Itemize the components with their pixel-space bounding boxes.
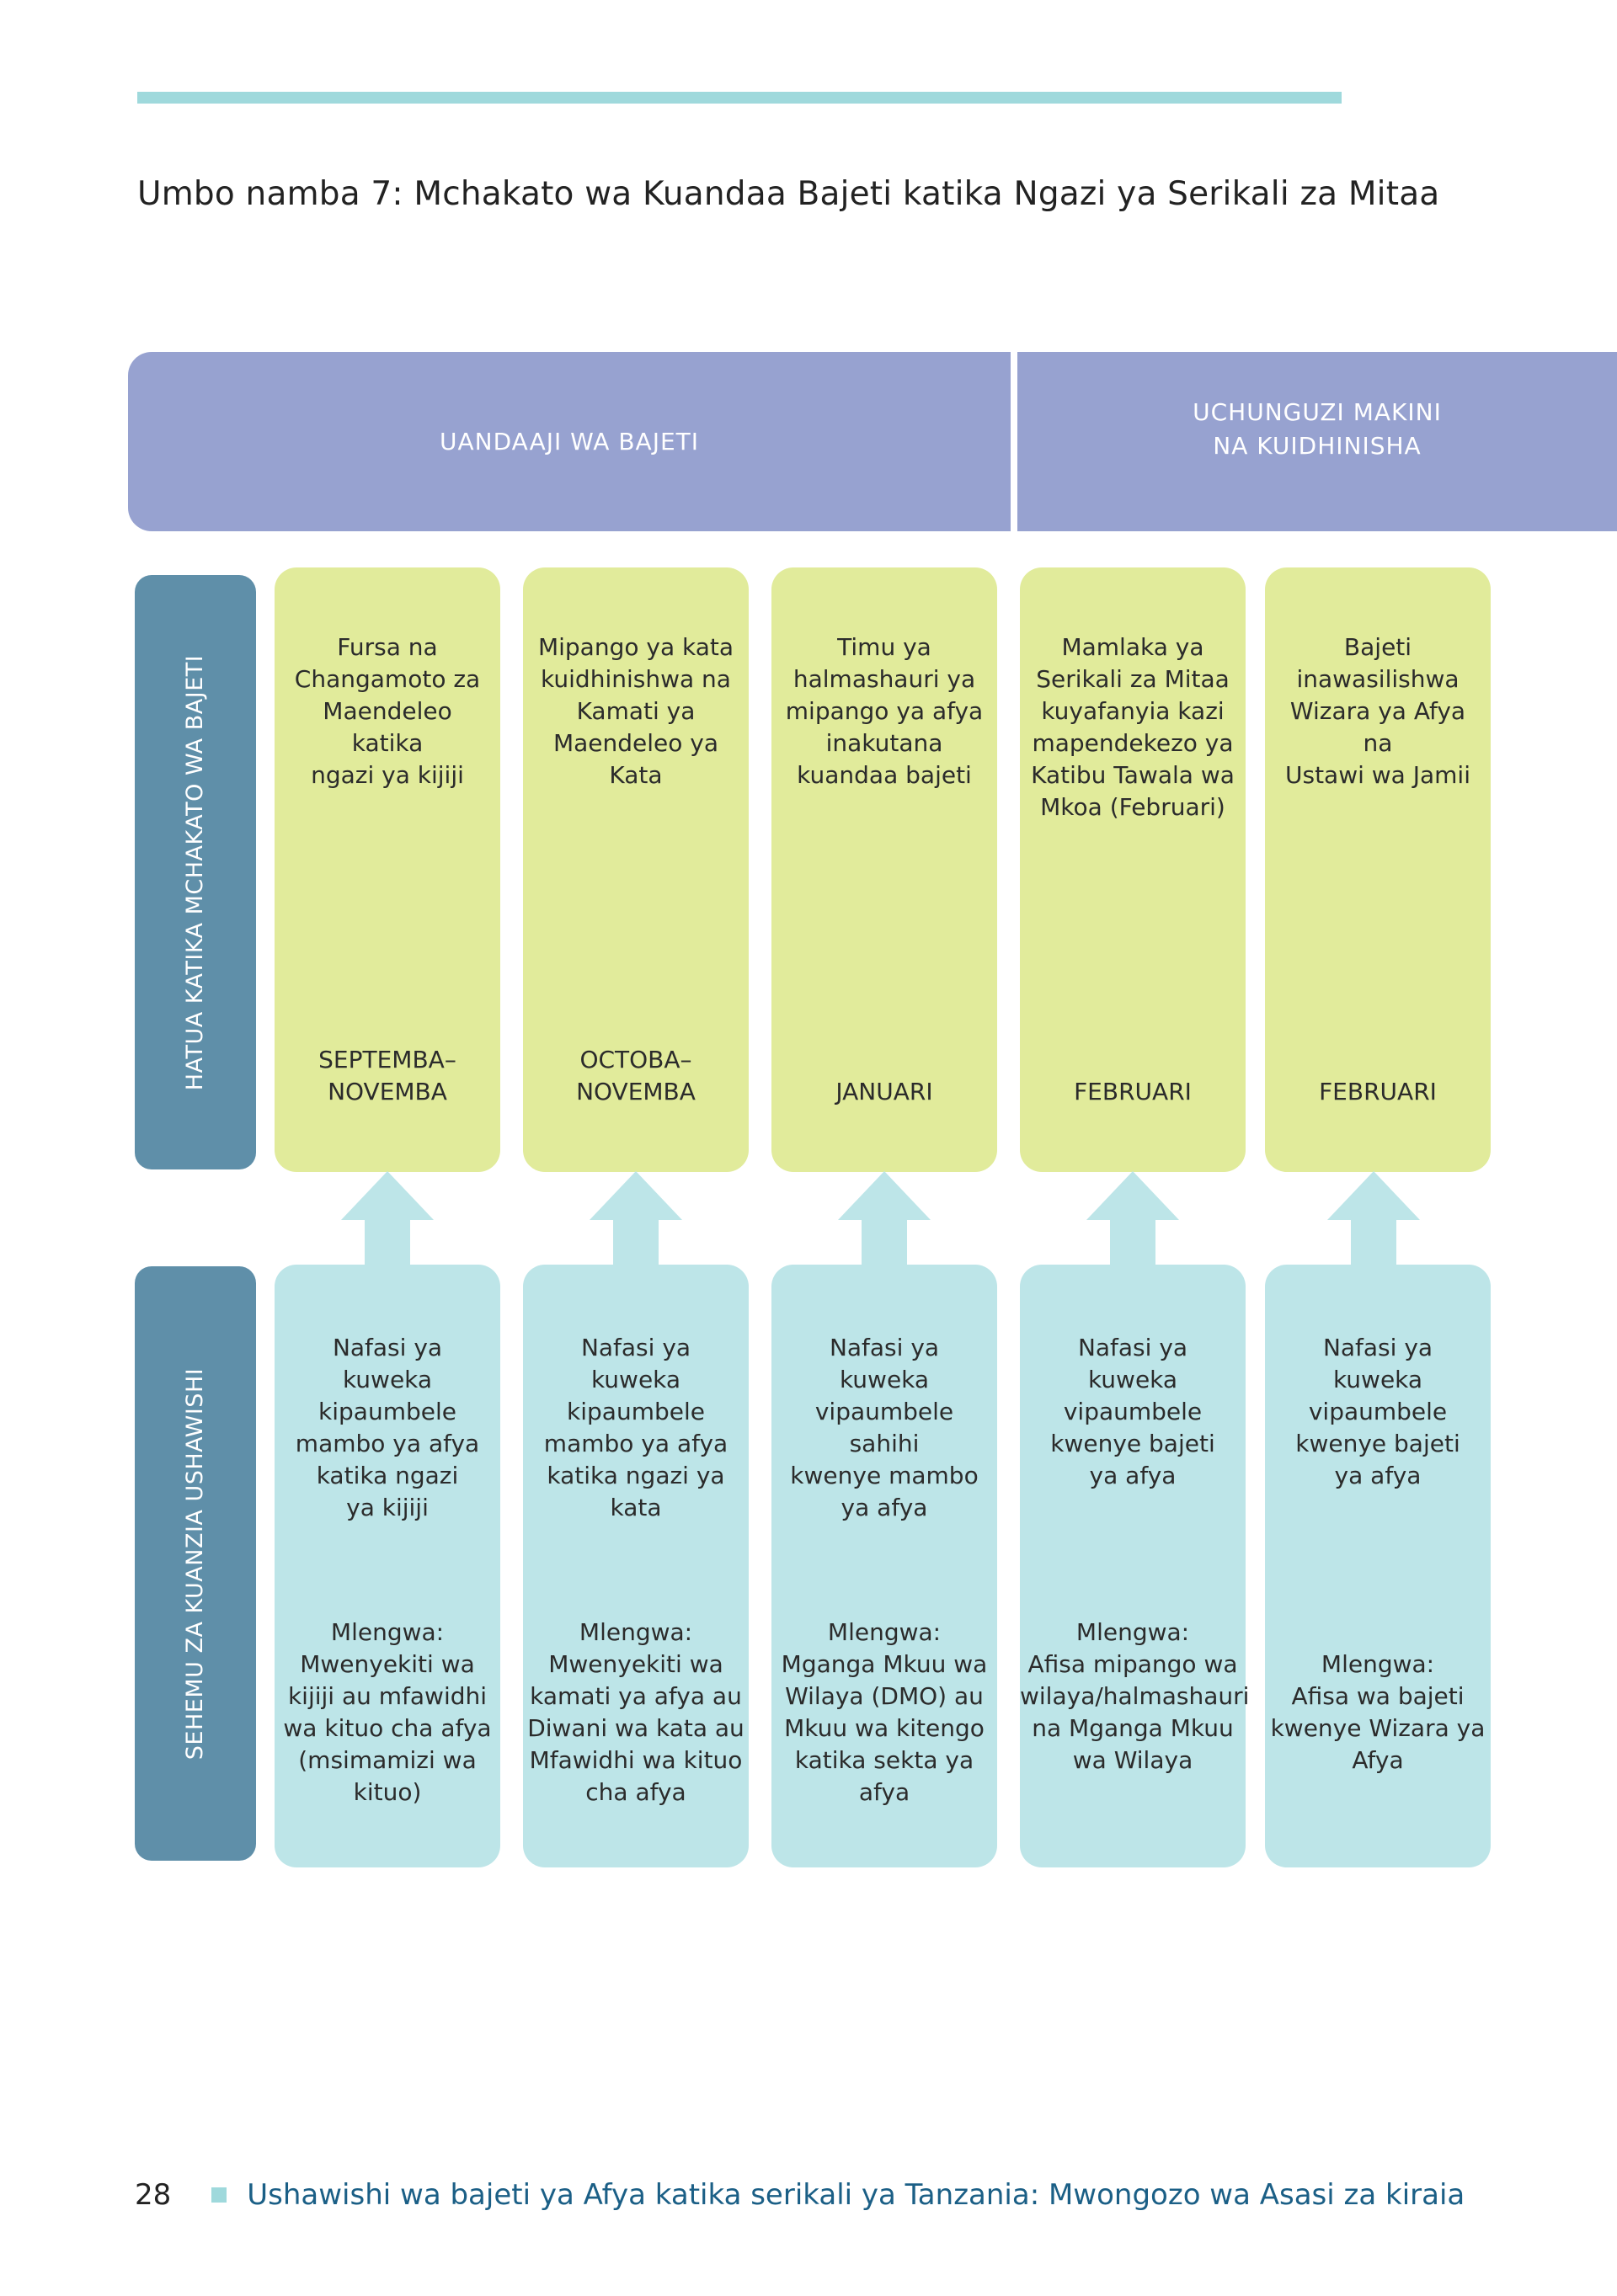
footer-title: Ushawishi wa bajeti ya Afya katika serik…	[247, 2178, 1465, 2212]
up-arrow-icon	[838, 1171, 931, 1265]
step-period: FEBRUARI	[1319, 1078, 1437, 1105]
entry-opportunity: Nafasi ya kuweka kipaumbele mambo ya afy…	[295, 1334, 480, 1521]
process-step: Bajeti inawasilishwa Wizara ya Afya na U…	[1265, 567, 1491, 1172]
process-step: Fursa na Changamoto za Maendeleo katika …	[275, 567, 500, 1172]
entry-opportunity: Nafasi ya kuweka vipaumbele sahihi kweny…	[790, 1334, 979, 1521]
entry-target: Mlengwa: Afisa mipango wa wilaya/halmash…	[1020, 1618, 1250, 1774]
process-step: Timu ya halmashauri ya mipango ya afya i…	[771, 567, 997, 1172]
advocacy-entry-point: Nafasi ya kuweka kipaumbele mambo ya afy…	[275, 1265, 500, 1867]
step-period: SEPTEMBA– NOVEMBA	[318, 1046, 456, 1105]
process-step: Mamlaka ya Serikali za Mitaa kuyafanyia …	[1020, 567, 1246, 1172]
advocacy-entry-point: Nafasi ya kuweka kipaumbele mambo ya afy…	[523, 1265, 749, 1867]
advocacy-entry-point: Nafasi ya kuweka vipaumbele kwenye bajet…	[1020, 1265, 1250, 1867]
phase-header-budget-preparation: UANDAAJI WA BAJETI	[128, 352, 1011, 531]
step-description: Fursa na Changamoto za Maendeleo katika …	[294, 633, 481, 789]
up-arrow-icon	[590, 1171, 682, 1265]
phase-label: UCHUNGUZI MAKINI NA KUIDHINISHA	[1193, 397, 1442, 460]
step-description: Bajeti inawasilishwa Wizara ya Afya na U…	[1284, 633, 1470, 789]
entry-opportunity: Nafasi ya kuweka vipaumbele kwenye bajet…	[1295, 1334, 1460, 1489]
phase-header-scrutiny-approval: UCHUNGUZI MAKINI NA KUIDHINISHA	[1017, 352, 1617, 531]
figure-title: Umbo namba 7: Mchakato wa Kuandaa Bajeti…	[137, 175, 1440, 213]
entry-target: Mlengwa: Mwenyekiti wa kamati ya afya au…	[527, 1618, 744, 1806]
entry-target: Mlengwa: Mwenyekiti wa kijiji au mfawidh…	[283, 1618, 492, 1806]
process-step: Mipango ya kata kuidhinishwa na Kamati y…	[523, 567, 749, 1172]
phase-label: UANDAAJI WA BAJETI	[439, 427, 700, 455]
up-arrow-icon	[1086, 1171, 1179, 1265]
entry-opportunity: Nafasi ya kuweka kipaumbele mambo ya afy…	[543, 1334, 728, 1521]
step-description: Mipango ya kata kuidhinishwa na Kamati y…	[537, 633, 734, 789]
step-period: FEBRUARI	[1074, 1078, 1192, 1105]
top-rule	[137, 92, 1342, 104]
row-label-process-steps: HATUA KATIKA MCHAKATO WA BAJETI	[135, 575, 256, 1169]
step-description: Mamlaka ya Serikali za Mitaa kuyafanyia …	[1031, 633, 1235, 821]
advocacy-entry-point: Nafasi ya kuweka vipaumbele sahihi kweny…	[771, 1265, 997, 1867]
row-label-entry-points: SEHEMU ZA KUANZIA USHAWISHI	[135, 1266, 256, 1861]
step-period: JANUARI	[835, 1078, 933, 1105]
advocacy-entry-point: Nafasi ya kuweka vipaumbele kwenye bajet…	[1265, 1265, 1491, 1867]
entry-target: Mlengwa: Mganga Mkuu wa Wilaya (DMO) au …	[781, 1618, 988, 1806]
page-footer: 28 Ushawishi wa bajeti ya Afya katika se…	[135, 2176, 1465, 2213]
up-arrow-icon	[1327, 1171, 1420, 1265]
step-period: OCTOBA– NOVEMBA	[576, 1046, 696, 1105]
step-description: Timu ya halmashauri ya mipango ya afya i…	[785, 633, 984, 789]
entry-opportunity: Nafasi ya kuweka vipaumbele kwenye bajet…	[1050, 1334, 1215, 1489]
page-number: 28	[135, 2178, 172, 2212]
footer-square-icon	[211, 2187, 227, 2203]
up-arrow-icon	[341, 1171, 434, 1265]
entry-target: Mlengwa: Afisa wa bajeti kwenye Wizara y…	[1270, 1650, 1486, 1774]
